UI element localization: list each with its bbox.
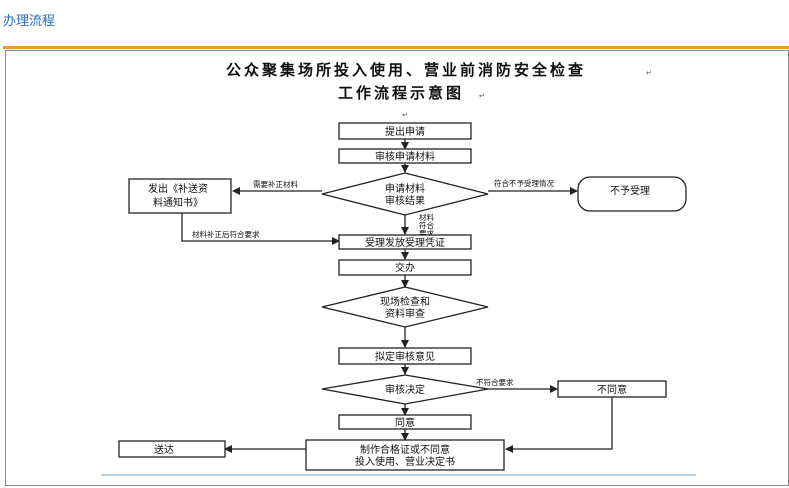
node-decision-materials-result <box>321 172 489 216</box>
node-review-materials-label: 审核申请材料 <box>375 150 435 163</box>
node-decision-1-line-2: 审核结果 <box>385 194 425 207</box>
edge-label-meets-not-accepted: 符合不予受理情况 <box>494 178 554 188</box>
section-title: 办理流程 <box>3 14 56 29</box>
node-agree-label: 同意 <box>395 416 415 429</box>
edge-label-materials-meet-3: 要求 <box>419 228 434 238</box>
edge-label-materials-meet-1: 材料 <box>419 212 434 222</box>
paragraph-mark: ↵ <box>646 69 652 77</box>
node-disagree-label: 不同意 <box>597 383 627 396</box>
edge-label-after-supplement: 材料补正后符合要求 <box>192 229 260 239</box>
node-draft-opinion <box>338 347 472 365</box>
node-supplement-notice <box>128 178 232 214</box>
node-draft-opinion-label: 拟定审核意见 <box>375 350 435 363</box>
node-not-accepted <box>577 176 687 212</box>
node-make-certificate <box>305 439 505 471</box>
node-notice-line-2: 料通知书》 <box>153 196 203 209</box>
node-deliver-label: 送达 <box>154 443 174 456</box>
node-accept-label: 受理发放受理凭证 <box>365 236 445 249</box>
node-assign <box>338 259 472 276</box>
edge-label-need-supplement: 需要补正材料 <box>253 179 298 189</box>
edge-notice-to-accept <box>181 213 340 245</box>
node-certificate-line-1: 制作合格证或不同意 <box>360 443 450 456</box>
diagram-title-line-2: 工作流程示意图 <box>338 84 464 102</box>
node-decision-2-label: 审核决定 <box>385 383 425 396</box>
paragraph-mark: ↵ <box>479 92 485 100</box>
node-agree <box>338 414 472 430</box>
node-not-accepted-label: 不予受理 <box>610 185 650 197</box>
node-assign-label: 交办 <box>395 261 415 274</box>
edge-label-not-meet: 不符合要求 <box>476 377 514 387</box>
edge-disagree-to-certificate <box>505 397 613 453</box>
node-inspect-line-2: 资料审查 <box>385 307 425 320</box>
node-deliver <box>118 440 226 458</box>
paragraph-mark: ↵ <box>402 111 408 119</box>
node-review-decision <box>321 374 489 405</box>
edge-label-materials-meet-2: 符合 <box>419 220 434 230</box>
flowchart-image: 公众聚集场所投入使用、营业前消防安全检查 ↵ 工作流程示意图 ↵ ↵ 提出申请 … <box>5 50 789 486</box>
node-accept-issue-voucher <box>338 234 472 250</box>
flowchart-svg: 公众聚集场所投入使用、营业前消防安全检查 ↵ 工作流程示意图 ↵ ↵ 提出申请 … <box>101 61 696 476</box>
node-decision-1-line-1: 申请材料 <box>385 182 425 195</box>
node-submit-label: 提出申请 <box>385 125 425 138</box>
node-site-inspection <box>321 286 489 328</box>
node-review-materials <box>338 148 472 164</box>
node-certificate-line-2: 投入使用、营业决定书 <box>355 455 455 468</box>
diagram-title-line-1: 公众聚集场所投入使用、营业前消防安全检查 <box>226 61 586 79</box>
node-inspect-line-1: 现场检查和 <box>380 295 430 308</box>
node-submit-application <box>338 122 472 140</box>
section-divider <box>3 46 789 49</box>
node-notice-line-1: 发出《补送资 <box>148 182 208 195</box>
